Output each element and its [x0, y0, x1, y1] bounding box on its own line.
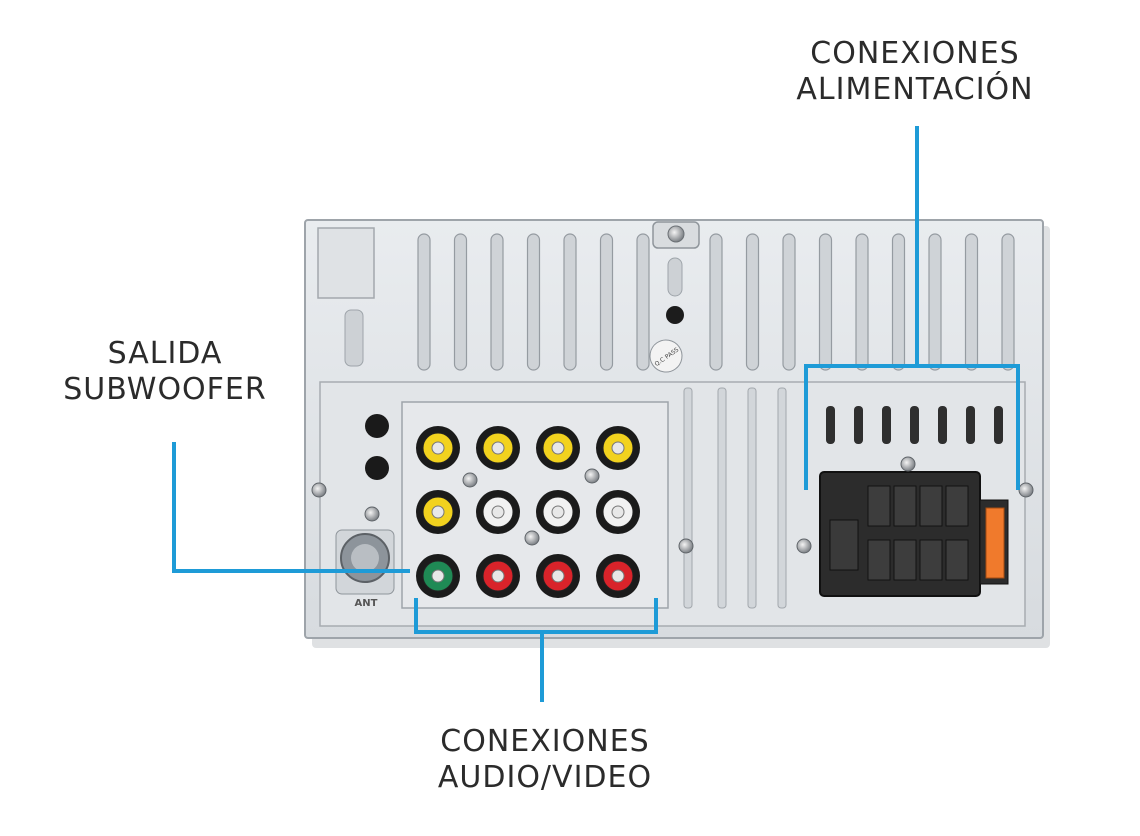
rca-jack-pin — [431, 505, 445, 519]
screw — [796, 538, 812, 554]
rca-jack-pin — [491, 505, 505, 519]
rca-jack-pin — [611, 505, 625, 519]
iso-pin-cell — [893, 539, 917, 581]
screw — [311, 482, 327, 498]
vent-slot — [855, 233, 869, 371]
qc-sticker: Q.C PASS — [649, 339, 683, 373]
center-slot — [667, 257, 683, 297]
center-screw — [667, 225, 685, 243]
screw — [462, 472, 478, 488]
screw — [584, 468, 600, 484]
rca-jack-pin — [551, 441, 565, 455]
callout-label-power-line2: ALIMENTACIÓN — [796, 72, 1034, 107]
vent-slot — [928, 233, 942, 371]
vent-slot — [818, 233, 833, 371]
chassis-left-bracket — [317, 227, 375, 299]
ventilation-slots — [417, 233, 1015, 371]
vent-slot — [526, 233, 541, 371]
callout-label-av-line1: CONEXIONES — [440, 724, 650, 759]
iso-connector-pins — [867, 485, 969, 581]
screw — [1018, 482, 1034, 498]
screw — [364, 506, 380, 522]
right-vent-slots — [826, 406, 1003, 444]
callout-label-subwoofer-line2: SUBWOOFER — [63, 372, 267, 407]
screw — [524, 530, 540, 546]
vent-slot — [891, 233, 906, 371]
rca-jack-pin — [551, 569, 565, 583]
iso-pin-cell — [919, 539, 943, 581]
vent-slot-small — [854, 406, 863, 444]
center-hole — [666, 306, 684, 324]
screw — [678, 538, 694, 554]
rca-jack-pin — [491, 569, 505, 583]
callout-lines — [172, 126, 1020, 702]
rib — [777, 387, 787, 609]
lower-ribs — [683, 387, 787, 609]
rib — [683, 387, 693, 609]
antenna-label: ANT — [355, 598, 378, 609]
iso-pin-cell — [867, 485, 891, 527]
iso-pin-cell — [945, 485, 969, 527]
vent-slot — [745, 233, 760, 371]
screw — [900, 456, 916, 472]
vent-slot — [563, 233, 577, 371]
mount-hole-upper — [365, 414, 389, 438]
vent-slot — [636, 233, 650, 371]
rca-jack-pin — [611, 441, 625, 455]
rca-jack-pin — [431, 569, 445, 583]
iso-pin-cell — [919, 485, 943, 527]
callout-label-audio-video: CONEXIONES AUDIO/VIDEO — [420, 724, 670, 796]
rca-jack-pin — [551, 505, 565, 519]
iso-pin-cell — [867, 539, 891, 581]
callout-bracket-av — [414, 598, 658, 634]
rca-jack-pin — [491, 441, 505, 455]
callout-label-power-line1: CONEXIONES — [810, 36, 1020, 71]
rca-jack-pin — [611, 569, 625, 583]
mount-hole-lower — [365, 456, 389, 480]
callout-label-power: CONEXIONES ALIMENTACIÓN — [790, 36, 1040, 108]
iso-pin-cell — [893, 485, 917, 527]
antenna-jack-core — [351, 544, 379, 572]
vent-slot-small — [938, 406, 947, 444]
vent-slot — [709, 233, 723, 371]
rib — [747, 387, 757, 609]
vent-slot — [453, 233, 468, 371]
callout-line-subwoofer — [172, 442, 410, 573]
vent-slot — [490, 233, 504, 371]
fuse — [985, 507, 1005, 579]
callout-label-av-line2: AUDIO/VIDEO — [437, 760, 653, 795]
vent-slot — [1001, 233, 1015, 371]
iso-connector-left-tab — [829, 519, 859, 571]
rib — [717, 387, 727, 609]
vent-slot — [599, 233, 614, 371]
vent-slot-small — [882, 406, 891, 444]
iso-pin-cell — [945, 539, 969, 581]
chassis-left-slot — [344, 309, 364, 367]
vent-slot — [964, 233, 979, 371]
callout-label-subwoofer-line1: SALIDA — [107, 336, 223, 371]
vent-slot-small — [966, 406, 975, 444]
callout-bracket-power — [804, 364, 1020, 490]
vent-slot — [782, 233, 796, 371]
rca-jack-pin — [431, 441, 445, 455]
callout-label-subwoofer: SALIDA SUBWOOFER — [40, 336, 290, 408]
vent-slot-small — [910, 406, 919, 444]
vent-slot-small — [994, 406, 1003, 444]
vent-slot-small — [826, 406, 835, 444]
rca-jack-grid — [416, 426, 640, 598]
vent-slot — [417, 233, 431, 371]
